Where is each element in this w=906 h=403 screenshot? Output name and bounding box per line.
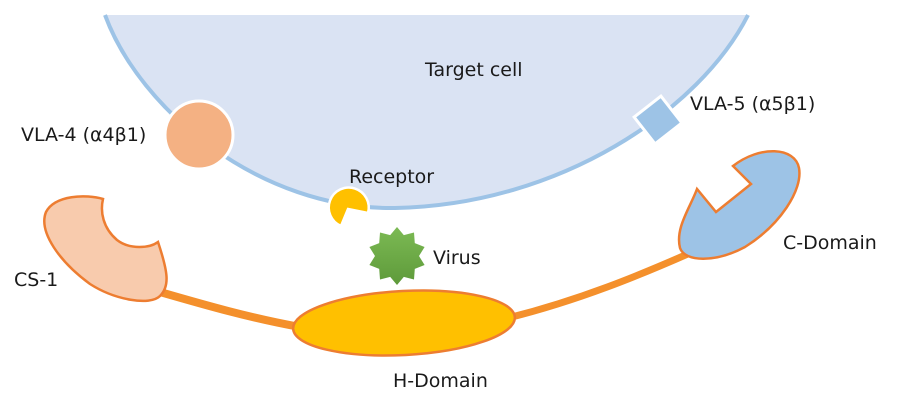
h-domain — [291, 289, 517, 357]
vla5-integrin — [632, 94, 684, 146]
cell-membrane — [103, 14, 750, 211]
vla5-label: VLA-5 (α5β1) — [690, 93, 815, 115]
virus-label: Virus — [433, 247, 481, 269]
c-domain-label: C-Domain — [783, 232, 877, 254]
cs1-label: CS-1 — [14, 269, 58, 291]
virus — [369, 227, 425, 285]
h-domain-label: H-Domain — [393, 370, 488, 392]
receptor — [327, 186, 370, 228]
linker-h-c — [507, 249, 692, 322]
receptor-label: Receptor — [349, 166, 434, 188]
linker-cs1-h — [158, 288, 301, 331]
target-cell-label: Target cell — [424, 59, 523, 81]
vla4-integrin — [163, 99, 235, 171]
c-domain — [677, 150, 801, 260]
vla4-label: VLA-4 (α4β1) — [21, 124, 146, 146]
cs1-domain — [43, 195, 168, 303]
